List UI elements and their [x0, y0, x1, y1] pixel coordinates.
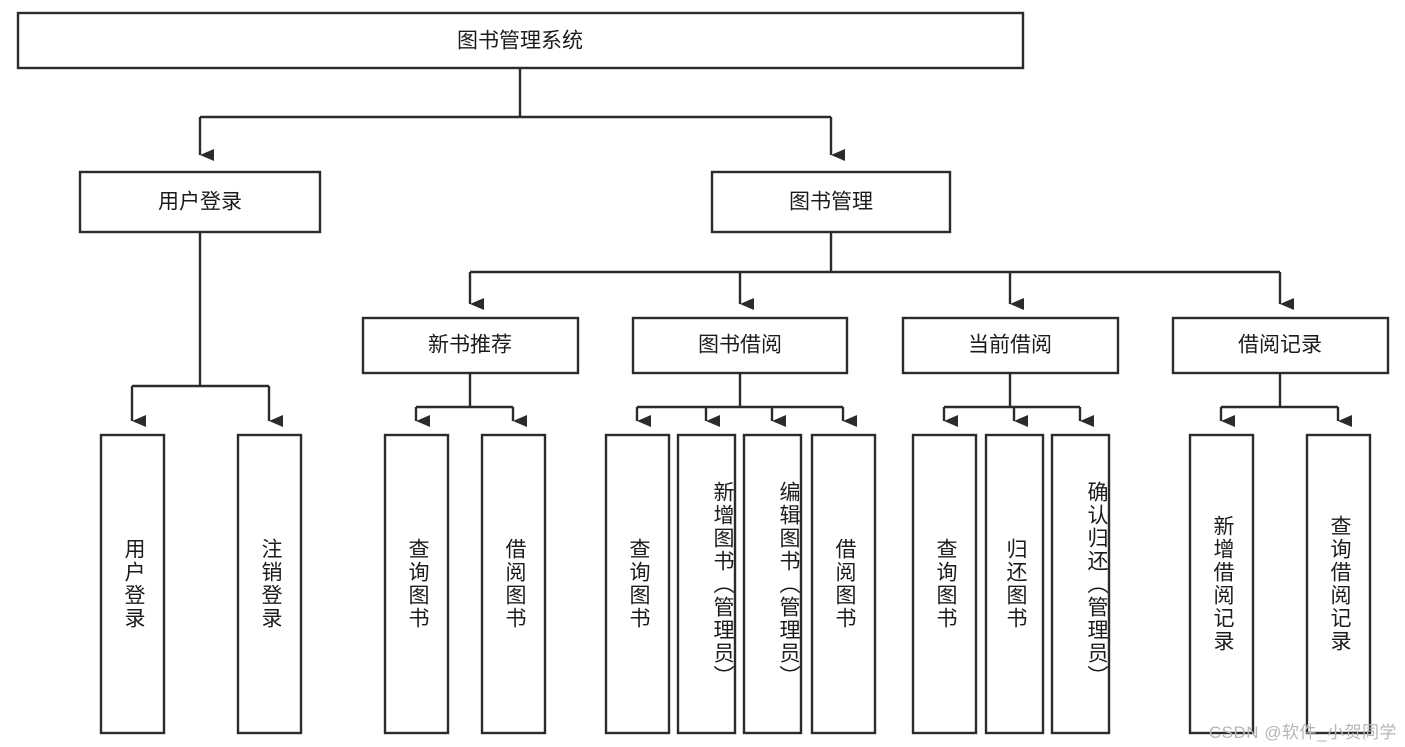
- node-borrow-record[interactable]: 借阅记录: [1171, 316, 1390, 375]
- node-leaf-user-login-box[interactable]: [99, 433, 166, 735]
- node-user-login-label: 用户登录: [158, 191, 242, 214]
- node-root-label: 图书管理系统: [457, 30, 583, 53]
- node-leaf-add-book-admin-box[interactable]: [676, 433, 737, 735]
- node-new-book-recommend[interactable]: 新书推荐: [361, 316, 580, 375]
- node-book-management[interactable]: 图书管理: [710, 170, 952, 234]
- node-leaf-borrow-book-box[interactable]: [810, 433, 877, 735]
- node-leaf-query-book-borrow-box[interactable]: [604, 433, 671, 735]
- node-book-borrow-label: 图书借阅: [698, 334, 782, 357]
- connector-layer: [130, 68, 1352, 427]
- node-book-borrow-box[interactable]: [631, 316, 849, 375]
- node-borrow-record-box[interactable]: [1171, 316, 1390, 375]
- node-leaf-confirm-return-admin-box[interactable]: [1050, 433, 1111, 735]
- node-current-borrow-label: 当前借阅: [968, 334, 1052, 357]
- node-borrow-record-label: 借阅记录: [1238, 334, 1322, 357]
- csdn-watermark: CSDN @软件_小贺同学: [1208, 723, 1397, 742]
- node-leaf-query-book-current-box[interactable]: [911, 433, 978, 735]
- node-leaf-edit-book-admin-box[interactable]: [742, 433, 803, 735]
- node-root-box[interactable]: [16, 11, 1025, 70]
- leaf-box-layer: [99, 433, 1372, 735]
- node-leaf-return-book-box[interactable]: [984, 433, 1045, 735]
- node-root[interactable]: 图书管理系统: [16, 11, 1025, 70]
- node-new-book-recommend-box[interactable]: [361, 316, 580, 375]
- node-book-borrow[interactable]: 图书借阅: [631, 316, 849, 375]
- node-leaf-user-logout-box[interactable]: [236, 433, 303, 735]
- node-book-management-box[interactable]: [710, 170, 952, 234]
- node-book-management-label: 图书管理: [789, 191, 873, 214]
- node-leaf-add-borrow-record-box[interactable]: [1188, 433, 1255, 735]
- node-leaf-query-book-recommend-box[interactable]: [383, 433, 450, 735]
- node-user-login-box[interactable]: [78, 170, 322, 234]
- node-leaf-borrow-book-recommend-box[interactable]: [480, 433, 547, 735]
- node-leaf-query-borrow-record-box[interactable]: [1305, 433, 1372, 735]
- node-current-borrow[interactable]: 当前借阅: [901, 316, 1120, 375]
- node-user-login[interactable]: 用户登录: [78, 170, 322, 234]
- node-new-book-recommend-label: 新书推荐: [428, 334, 512, 357]
- node-current-borrow-box[interactable]: [901, 316, 1120, 375]
